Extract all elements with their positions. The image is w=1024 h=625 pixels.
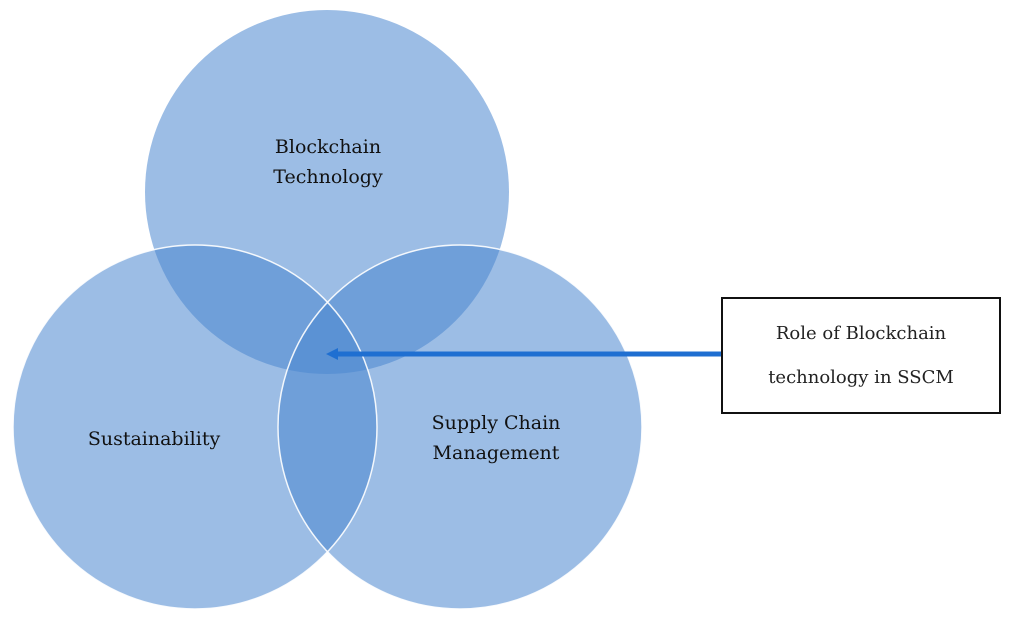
outline-supply-chain-management — [277, 244, 643, 610]
circle-supply-chain-management — [278, 245, 642, 609]
label-blockchain-technology: Blockchain Technology — [273, 136, 383, 188]
callout-arrowhead — [326, 348, 338, 360]
outline-sustainability — [12, 244, 378, 610]
label-supply-chain-management: Supply Chain Management — [431, 412, 561, 464]
label-sustainability: Sustainability — [87, 428, 221, 450]
callout-box: Role of Blockchain technology in SSCM — [721, 297, 1001, 414]
callout-text: Role of Blockchain technology in SSCM — [768, 322, 954, 388]
circle-sustainability — [13, 245, 377, 609]
